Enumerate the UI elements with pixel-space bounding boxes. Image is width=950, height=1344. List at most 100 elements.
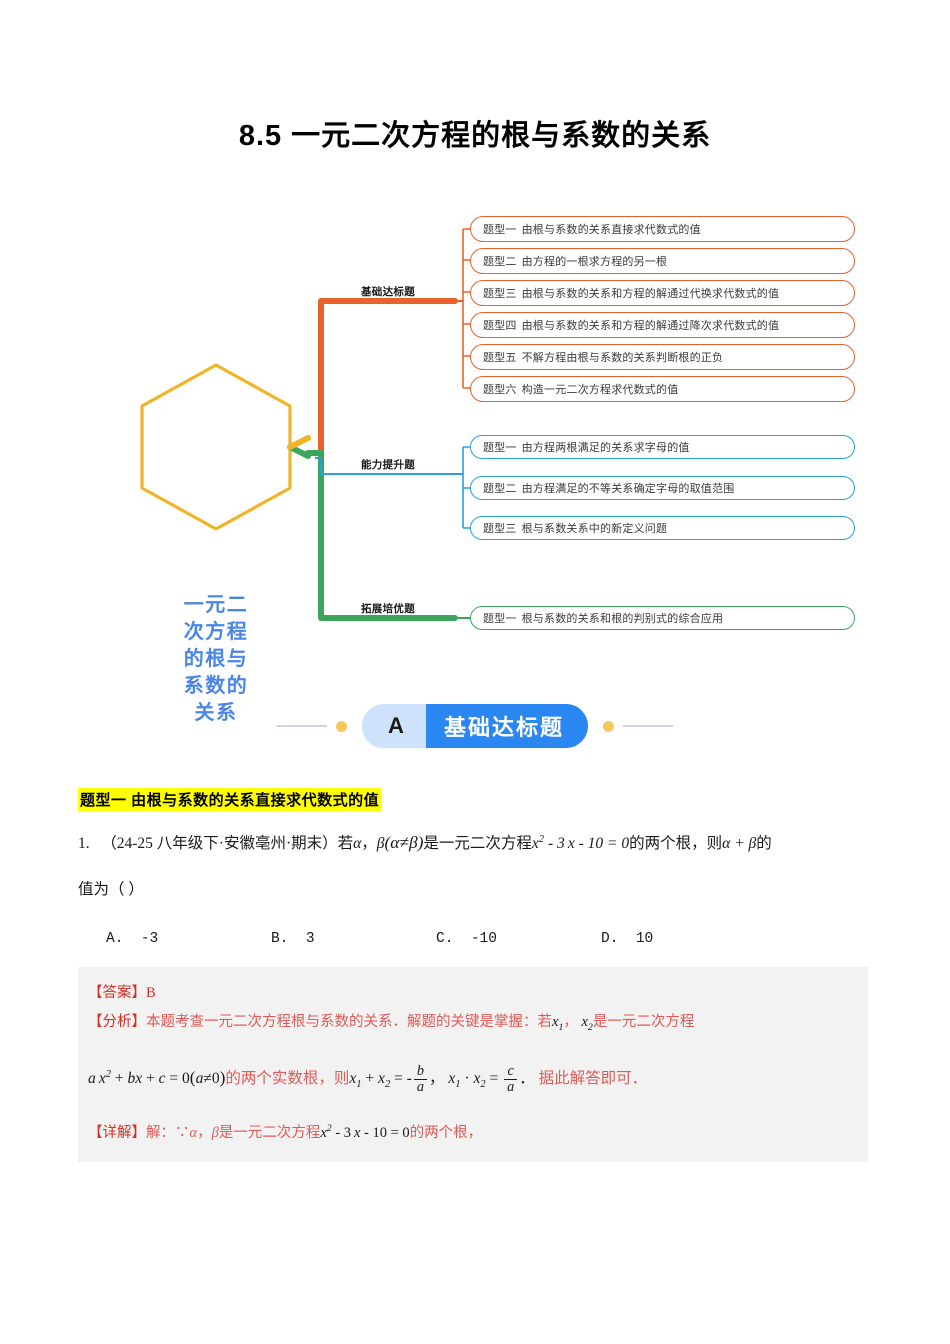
node-text: 由方程满足的不等关系确定字母的取值范围 <box>521 483 735 495</box>
node-kind: 题型四 <box>483 320 517 332</box>
branch-label-basic: 基础达标题 <box>361 286 415 298</box>
formula-period: ． <box>519 1070 535 1088</box>
center-line-1: 次方程 <box>183 621 249 643</box>
center-line-2: 的根与 <box>183 648 249 670</box>
detail-comma: ， <box>197 1125 212 1142</box>
node-kind: 题型三 <box>483 523 517 535</box>
node-kind: 题型一 <box>483 224 517 236</box>
node-text: 由方程的一根求方程的另一根 <box>521 256 668 268</box>
option-a-value: -3 <box>140 931 159 948</box>
detail-text-2: 是一元二次方程 <box>218 1125 321 1142</box>
analysis-x2: x2 <box>581 1014 593 1034</box>
banner-line-right <box>622 725 673 727</box>
mindmap-connectors <box>140 228 470 621</box>
answer-row: 【答案】B <box>88 979 858 1008</box>
analysis-x1: x1 <box>552 1014 564 1034</box>
page-title: 8.5 一元二次方程的根与系数的关系 <box>238 120 712 152</box>
branch-label-improve: 能力提升题 <box>361 459 415 471</box>
mindmap-node-basic-2[interactable]: 题型二 由方程的一根求方程的另一根 <box>470 248 855 274</box>
question-number: 1. <box>78 835 90 853</box>
branch-label-extend: 拓展培优题 <box>361 603 415 615</box>
option-c-key: C. <box>436 931 454 948</box>
node-text: 由根与系数的关系和方程的解通过代换求代数式的值 <box>521 288 780 300</box>
question-stem-line2: 值为（ ） <box>78 881 144 899</box>
symbol-alpha: α <box>353 835 362 853</box>
banner-letter: A <box>362 704 426 748</box>
option-c-value: -10 <box>470 931 497 948</box>
mindmap: 一元二 次方程 的根与 系数的 关系 基础达标题 能力提升题 拓展培优题 题型一… <box>0 210 950 724</box>
analysis-comma: ， <box>563 1014 578 1031</box>
node-kind: 题型六 <box>483 384 517 396</box>
node-kind: 题型三 <box>483 288 517 300</box>
question-stem-part3: 的两个根，则 <box>629 835 723 853</box>
symbol-beta: β <box>376 835 385 853</box>
banner-dot-right <box>602 720 614 732</box>
question-condition: (α≠β) <box>384 833 424 853</box>
banner-dot-left <box>336 720 348 732</box>
node-text: 由根与系数的关系和方程的解通过降次求代数式的值 <box>521 320 780 332</box>
banner-pill: A 基础达标题 <box>362 704 588 748</box>
question-options: A. -3 B. 3 C. -10 D. 10 <box>78 931 878 947</box>
mindmap-node-basic-4[interactable]: 题型四 由根与系数的关系和方程的解通过降次求代数式的值 <box>470 312 855 338</box>
node-kind: 题型一 <box>483 613 517 625</box>
node-kind: 题型二 <box>483 483 517 495</box>
formula-row: a x2 + bx + c = 0(a≠0)的两个实数根，则x1 + x2 = … <box>88 1052 858 1108</box>
formula-comma: ， <box>428 1070 445 1088</box>
question-stem-part1: 若 <box>337 835 354 853</box>
node-text: 构造一元二次方程求代数式的值 <box>521 384 679 396</box>
analysis-text-2: 是一元二次方程 <box>592 1014 695 1031</box>
mindmap-node-improve-3[interactable]: 题型三 根与系数关系中的新定义问题 <box>470 516 855 540</box>
question-comma: ， <box>361 835 377 853</box>
banner-title: 基础达标题 <box>425 704 588 748</box>
section-banner: A 基础达标题 <box>0 700 950 752</box>
center-line-0: 一元二 <box>183 594 249 616</box>
node-kind: 题型五 <box>483 352 517 364</box>
option-b-key: B. <box>271 931 289 948</box>
banner-line-left <box>277 725 328 727</box>
mindmap-node-extend-1[interactable]: 题型一 根与系数的关系和根的判别式的综合应用 <box>470 606 855 630</box>
node-text: 不解方程由根与系数的关系判断根的正负 <box>521 352 724 364</box>
formula-equation: a x2 + bx + c = 0(a≠0) <box>88 1068 226 1088</box>
option-a[interactable]: A. -3 <box>106 931 271 947</box>
mindmap-node-basic-5[interactable]: 题型五 不解方程由根与系数的关系判断根的正负 <box>470 344 855 370</box>
option-b[interactable]: B. 3 <box>271 931 436 947</box>
center-line-4: 关系 <box>194 702 238 724</box>
detail-equation: x2 - 3 x - 10 = 0 <box>320 1123 410 1142</box>
detail-text-1: 解：∵ <box>146 1125 190 1142</box>
question-stem-part4: 的 <box>756 835 772 853</box>
question-equation: x2 - 3 x - 10 = 0 <box>531 834 630 853</box>
analysis-text-1: 本题考查一元二次方程根与系数的关系．解题的关键是掌握：若 <box>146 1014 552 1031</box>
option-d[interactable]: D. 10 <box>601 931 766 947</box>
answer-block: 【答案】B 【分析】本题考查一元二次方程根与系数的关系．解题的关键是掌握：若x1… <box>78 967 868 1163</box>
answer-tag: 【答案】 <box>88 985 146 1002</box>
detail-alpha: α <box>189 1125 198 1142</box>
mindmap-node-basic-3[interactable]: 题型三 由根与系数的关系和方程的解通过代换求代数式的值 <box>470 280 855 306</box>
mindmap-node-basic-6[interactable]: 题型六 构造一元二次方程求代数式的值 <box>470 376 855 402</box>
detail-tag: 【详解】 <box>88 1125 146 1142</box>
mindmap-node-improve-2[interactable]: 题型二 由方程满足的不等关系确定字母的取值范围 <box>470 476 855 500</box>
option-b-value: 3 <box>305 931 315 948</box>
formula-text-1: 的两个实数根，则 <box>225 1070 350 1088</box>
detail-row: 【详解】解：∵α，β是一元二次方程x2 - 3 x - 10 = 0的两个根， <box>88 1114 858 1148</box>
detail-beta: β <box>211 1125 219 1142</box>
node-text: 由方程两根满足的关系求字母的值 <box>521 442 690 454</box>
detail-text-3: 的两个根， <box>409 1125 483 1142</box>
analysis-tag: 【分析】 <box>88 1014 146 1031</box>
question-stem-part2: 是一元二次方程 <box>423 835 532 853</box>
answer-value: B <box>146 985 156 1002</box>
mindmap-center-label: 一元二 次方程 的根与 系数的 关系 <box>118 592 314 727</box>
mindmap-node-improve-1[interactable]: 题型一 由方程两根满足的关系求字母的值 <box>470 435 855 459</box>
option-d-key: D. <box>601 931 619 948</box>
option-c[interactable]: C. -10 <box>436 931 601 947</box>
formula-text-2: 据此解答即可． <box>538 1070 648 1088</box>
node-kind: 题型一 <box>483 442 517 454</box>
mindmap-node-basic-1[interactable]: 题型一 由根与系数的关系直接求代数式的值 <box>470 216 855 242</box>
option-a-key: A. <box>106 931 124 948</box>
question-source: （24-25 八年级下·安徽亳州·期末） <box>101 835 338 853</box>
node-kind: 题型二 <box>483 256 517 268</box>
node-text: 由根与系数的关系直接求代数式的值 <box>521 224 701 236</box>
question-type-heading: 题型一 由根与系数的关系直接求代数式的值 <box>78 788 382 811</box>
center-hexagon <box>140 363 292 531</box>
